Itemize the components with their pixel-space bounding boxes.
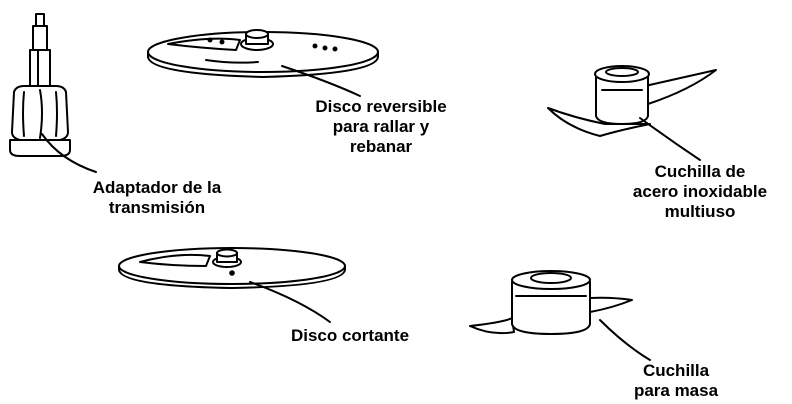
slicing-disc-drawing xyxy=(118,247,346,289)
label-line: acero inoxidable xyxy=(632,182,768,201)
label-cuchilla-masa: Cuchilla para masa xyxy=(616,361,736,401)
label-line: para masa xyxy=(633,381,719,400)
leader-disco-cortante xyxy=(249,281,331,323)
label-line: Adaptador de la xyxy=(92,178,222,197)
dough-blade-drawing xyxy=(469,270,633,335)
multipurpose-blade-drawing xyxy=(547,65,717,137)
label-line: Disco cortante xyxy=(290,326,410,345)
leader-cuchilla-multiuso xyxy=(639,117,701,161)
label-disco-reversible: Disco reversible para rallar y rebanar xyxy=(296,97,466,157)
label-line: Cuchilla de xyxy=(654,162,746,181)
label-line: para rallar y xyxy=(332,117,430,136)
label-disco-cortante: Disco cortante xyxy=(270,326,430,346)
leader-cuchilla-masa xyxy=(599,319,651,361)
label-line: Cuchilla xyxy=(642,361,710,380)
label-line: transmisión xyxy=(108,198,206,217)
label-adaptador: Adaptador de la transmisión xyxy=(62,178,252,218)
leader-disco-reversible xyxy=(281,65,361,97)
label-cuchilla-multiuso: Cuchilla de acero inoxidable multiuso xyxy=(610,162,790,222)
reversible-disc-drawing xyxy=(147,29,379,78)
drive-adapter-drawing xyxy=(9,13,71,157)
label-line: Disco reversible xyxy=(315,97,447,116)
label-line: multiuso xyxy=(664,202,736,221)
label-line: rebanar xyxy=(349,137,413,156)
leader-adaptador xyxy=(41,133,97,173)
